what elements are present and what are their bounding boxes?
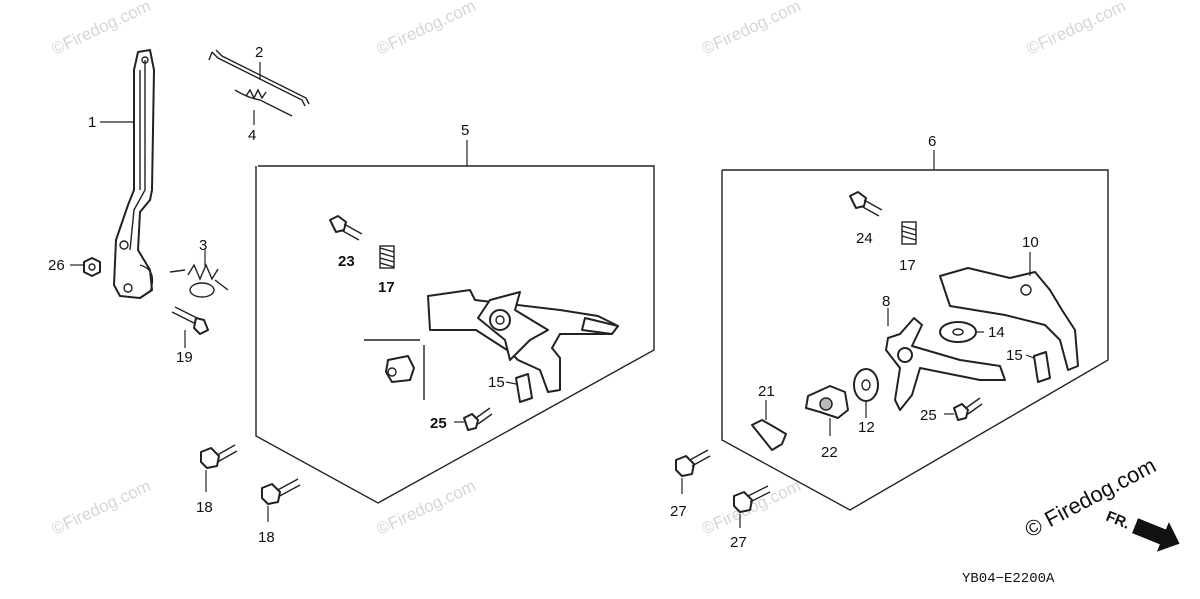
callout-22: 22 — [821, 444, 838, 461]
callout-27b: 27 — [730, 534, 747, 551]
callout-12: 12 — [858, 419, 875, 436]
watermark: ©Firedog.com — [374, 0, 479, 59]
callout-14: 14 — [988, 324, 1005, 341]
callout-25a: 25 — [430, 415, 447, 432]
callout-5: 5 — [461, 122, 469, 139]
callout-1: 1 — [88, 114, 96, 131]
part-3-spring: 3 — [169, 237, 229, 298]
direction-label: FR. — [1104, 508, 1133, 533]
callout-2: 2 — [255, 44, 263, 61]
watermark: ©Firedog.com — [49, 476, 154, 538]
arrow-icon — [1132, 518, 1180, 552]
assembly-5: 5 23 17 15 25 — [255, 122, 655, 504]
assembly-6: 6 24 17 10 8 14 15 12 — [721, 133, 1109, 511]
front-direction-indicator: FR. — [1104, 508, 1180, 552]
callout-6: 6 — [928, 133, 936, 150]
callout-15a: 15 — [488, 374, 505, 391]
callout-3: 3 — [199, 237, 207, 254]
callout-18b: 18 — [258, 529, 275, 546]
callout-19: 19 — [176, 349, 193, 366]
watermark: ©Firedog.com — [699, 0, 804, 59]
part-18-bolt-b: 18 — [258, 478, 301, 546]
callout-17b: 17 — [899, 257, 916, 274]
part-27-bolt-b: 27 — [730, 485, 771, 551]
callout-24: 24 — [856, 230, 873, 247]
part-18-bolt-a: 18 — [196, 444, 238, 516]
callout-8: 8 — [882, 293, 890, 310]
callout-26: 26 — [48, 257, 65, 274]
watermark: ©Firedog.com — [374, 476, 479, 538]
callout-25b: 25 — [920, 407, 937, 424]
watermark: ©Firedog.com — [1024, 0, 1129, 59]
diagram-code: YB04−E2200A — [962, 571, 1055, 587]
callout-10: 10 — [1022, 234, 1039, 251]
callout-23: 23 — [338, 253, 355, 270]
part-19-bolt: 19 — [171, 306, 209, 366]
callout-17a: 17 — [378, 279, 395, 296]
part-27-bolt-a: 27 — [670, 449, 711, 520]
callout-4: 4 — [248, 127, 256, 144]
watermark: ©Firedog.com — [49, 0, 154, 59]
callout-21: 21 — [758, 383, 775, 400]
part-1-lever: 1 — [88, 49, 155, 299]
callout-27a: 27 — [670, 503, 687, 520]
part-26-nut: 26 — [48, 257, 101, 277]
callout-15b: 15 — [1006, 347, 1023, 364]
callout-18a: 18 — [196, 499, 213, 516]
part-2-rod: 2 4 — [208, 44, 310, 144]
